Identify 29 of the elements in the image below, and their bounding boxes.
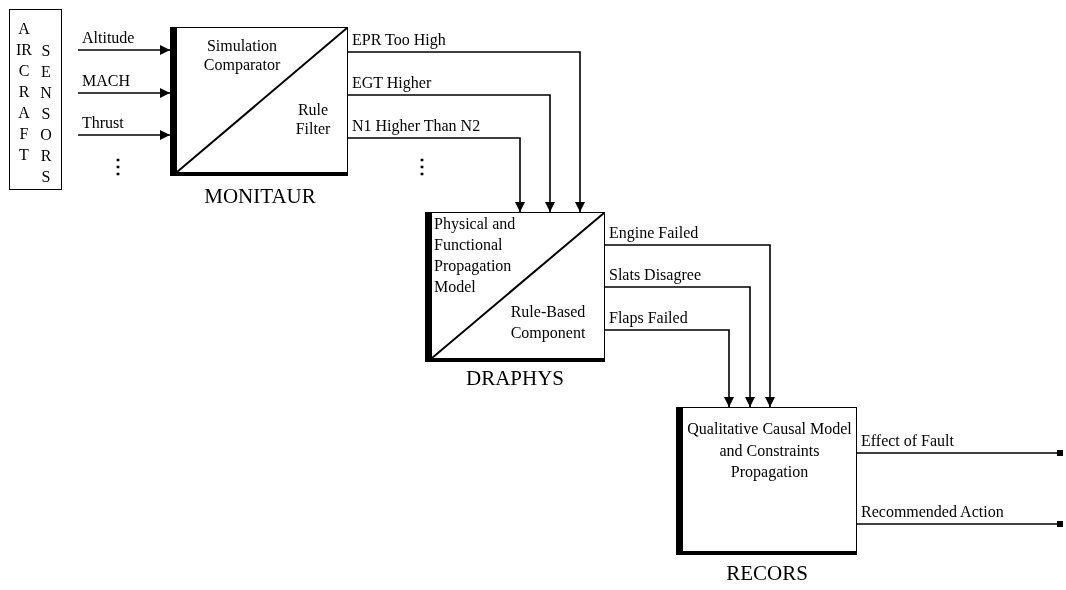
edge-label: EPR Too High bbox=[351, 31, 447, 49]
arrow bbox=[77, 130, 171, 140]
box-text: AIRCRAFT bbox=[16, 19, 32, 165]
component-name: DRAPHYS bbox=[466, 366, 564, 391]
box-text: Rule-Based Component bbox=[509, 302, 587, 343]
edge-label: Flaps Failed bbox=[608, 309, 689, 327]
box-text: SENSORS bbox=[39, 41, 53, 187]
label-box bbox=[9, 9, 62, 190]
edge-label: N1 Higher Than N2 bbox=[351, 117, 482, 135]
process-box bbox=[676, 407, 857, 555]
ellipsis-mark: ⋮ bbox=[412, 156, 432, 176]
box-text: Rule Filter bbox=[294, 100, 332, 139]
edge-label: EGT Higher bbox=[351, 74, 433, 92]
ellipsis-mark: ⋮ bbox=[108, 156, 128, 176]
edge-label: Slats Disagree bbox=[608, 266, 702, 284]
box-text: Simulation Comparator bbox=[202, 36, 282, 75]
arrow bbox=[347, 94, 555, 213]
arrow bbox=[347, 51, 585, 213]
arrow bbox=[604, 286, 755, 408]
arrow bbox=[347, 137, 525, 213]
box-text: Qualitative Causal Model and Constraints Propagation bbox=[686, 419, 853, 483]
component-name: MONITAUR bbox=[204, 184, 316, 209]
arrow bbox=[77, 88, 171, 98]
arrow bbox=[77, 45, 171, 55]
arrow bbox=[604, 244, 775, 408]
arrow bbox=[604, 329, 734, 408]
box-text: Physical and Functional Propagation Model bbox=[434, 214, 517, 297]
edge-label: Engine Failed bbox=[608, 224, 700, 242]
component-name: RECORS bbox=[726, 561, 808, 586]
